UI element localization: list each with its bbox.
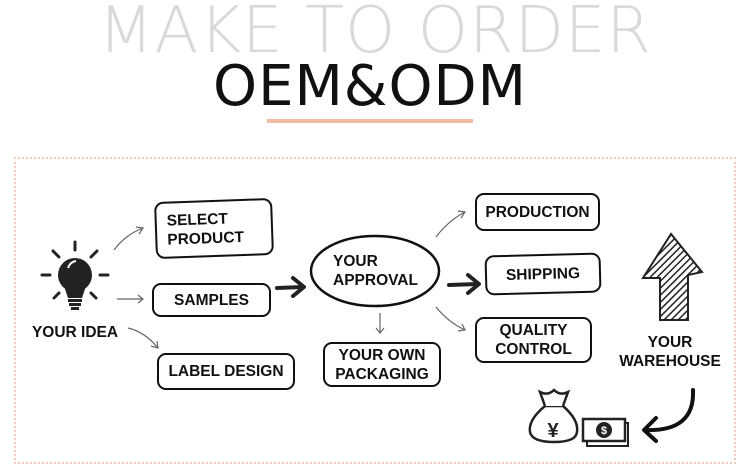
approval-ellipse — [309, 234, 441, 308]
thin-arrows — [113, 210, 467, 349]
samples-box: SAMPLES — [152, 283, 271, 317]
arrow-to-label-design — [127, 327, 159, 349]
title-underline — [267, 119, 473, 123]
production-box: PRODUCTION — [475, 193, 600, 231]
arrow-to-select-product — [113, 227, 144, 251]
arrow-to-shipping — [447, 282, 480, 287]
shipping-box: SHIPPING — [484, 252, 602, 296]
select-product-box: SELECT PRODUCT — [154, 197, 274, 260]
lightbulb-icon — [40, 240, 110, 310]
bold-arrows — [275, 273, 481, 298]
arrow-to-quality-control — [435, 306, 466, 331]
diagram-frame — [14, 157, 736, 464]
arrow-to-approval — [275, 285, 305, 290]
warehouse-label: YOUR WAREHOUSE — [619, 334, 721, 370]
return-arrow-icon — [642, 388, 696, 443]
quality-control-box: QUALITY CONTROL — [475, 317, 592, 363]
label-design-box: LABEL DESIGN — [157, 353, 295, 390]
arrow-to-production — [435, 211, 466, 238]
dollar-symbol: $ — [601, 425, 607, 437]
your-idea-label: YOUR IDEA — [31, 324, 119, 341]
page-title: OEM&ODM — [213, 54, 527, 119]
approval-label: YOUR APPROVAL — [333, 253, 418, 289]
own-packaging-box: YOUR OWN PACKAGING — [323, 342, 441, 387]
background-title: MAKE TO ORDER — [98, 0, 652, 68]
warehouse-arrow-icon — [641, 232, 704, 321]
yen-symbol: ¥ — [547, 420, 559, 442]
banknote-icon — [581, 417, 629, 447]
money-bag-icon — [528, 388, 579, 444]
